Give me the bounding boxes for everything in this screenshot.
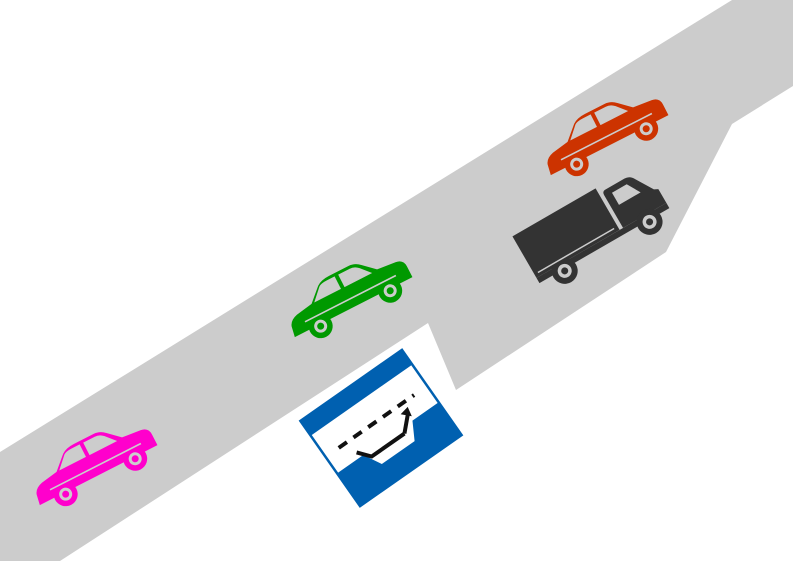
- lane-merge-sign: [298, 348, 464, 508]
- merge-lane-arrow-icon: [337, 393, 416, 459]
- truck-dark: [512, 177, 670, 284]
